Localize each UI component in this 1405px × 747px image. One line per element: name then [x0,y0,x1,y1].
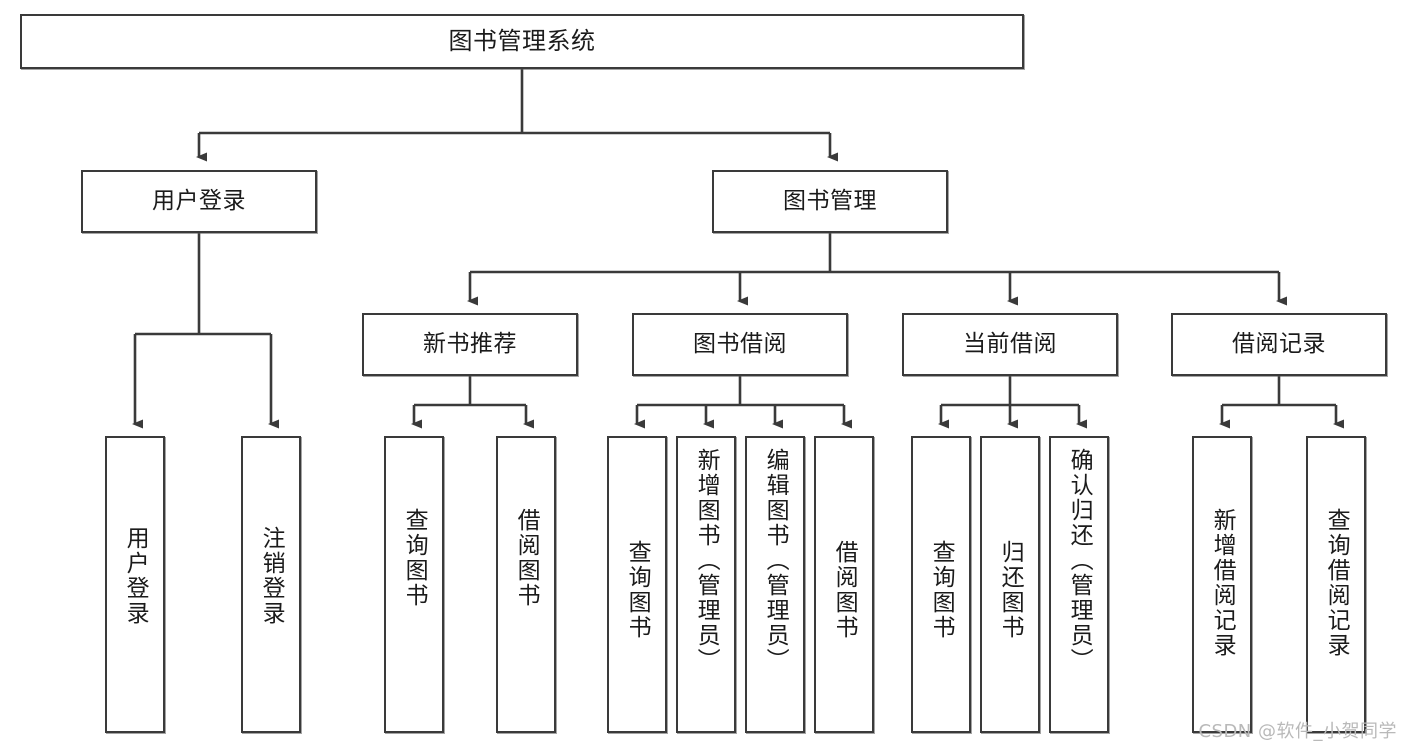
node-new-book-rec-label: 新书推荐 [423,330,517,357]
node-leaf-return-book-label: 归还图书 [997,540,1024,640]
node-leaf-query-record-label: 查询借阅记录 [1323,508,1350,658]
node-leaf-user-login[interactable]: 用户登录 [105,436,165,733]
node-leaf-query-book-2-label: 查询图书 [624,540,651,640]
node-book-borrow-label: 图书借阅 [693,330,787,357]
node-leaf-logout[interactable]: 注销登录 [241,436,301,733]
node-root[interactable]: 图书管理系统 [20,14,1024,69]
node-leaf-add-book[interactable]: 新增图书（管理员） [676,436,736,733]
node-borrow-record-label: 借阅记录 [1232,330,1326,357]
node-leaf-query-book-1-label: 查询图书 [401,508,428,608]
node-leaf-add-record-label: 新增借阅记录 [1209,508,1236,658]
node-leaf-query-book-3[interactable]: 查询图书 [911,436,971,733]
node-leaf-borrow-book-1-label: 借阅图书 [513,508,540,608]
node-leaf-return-book[interactable]: 归还图书 [980,436,1040,733]
node-book-manage[interactable]: 图书管理 [712,170,948,233]
node-leaf-add-book-label: 新增图书（管理员） [693,448,720,673]
node-leaf-borrow-book-2-label: 借阅图书 [831,540,858,640]
node-leaf-edit-book-label: 编辑图书（管理员） [762,448,789,673]
node-leaf-edit-book[interactable]: 编辑图书（管理员） [745,436,805,733]
node-leaf-query-record[interactable]: 查询借阅记录 [1306,436,1366,733]
node-borrow-record[interactable]: 借阅记录 [1171,313,1387,376]
node-leaf-add-record[interactable]: 新增借阅记录 [1192,436,1252,733]
node-book-manage-label: 图书管理 [783,187,877,214]
node-current-borrow[interactable]: 当前借阅 [902,313,1118,376]
node-book-borrow[interactable]: 图书借阅 [632,313,848,376]
node-new-book-rec[interactable]: 新书推荐 [362,313,578,376]
node-user-login-label: 用户登录 [152,187,246,214]
watermark: CSDN @软件_小贺同学 [1198,721,1397,742]
node-user-login[interactable]: 用户登录 [81,170,317,233]
node-leaf-query-book-2[interactable]: 查询图书 [607,436,667,733]
node-leaf-query-book-3-label: 查询图书 [928,540,955,640]
node-leaf-confirm-return-label: 确认归还（管理员） [1066,448,1093,673]
node-leaf-query-book-1[interactable]: 查询图书 [384,436,444,733]
node-leaf-confirm-return[interactable]: 确认归还（管理员） [1049,436,1109,733]
node-root-label: 图书管理系统 [448,27,596,56]
node-leaf-borrow-book-2[interactable]: 借阅图书 [814,436,874,733]
node-leaf-user-login-label: 用户登录 [122,526,149,626]
node-leaf-borrow-book-1[interactable]: 借阅图书 [496,436,556,733]
node-leaf-logout-label: 注销登录 [258,526,285,626]
node-current-borrow-label: 当前借阅 [963,330,1057,357]
